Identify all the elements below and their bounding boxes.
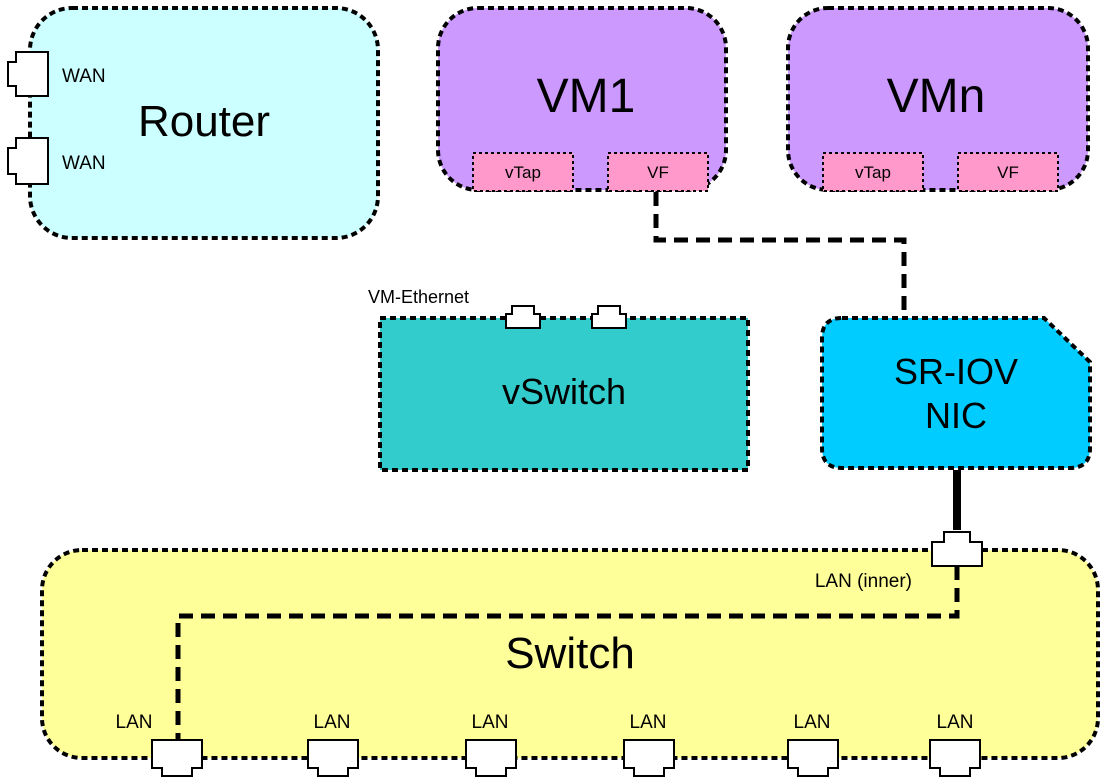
switch-lan-port-4-icon[interactable] (623, 739, 675, 777)
switch-lan-label-3: LAN (472, 712, 509, 733)
vm1-vtap-label: vTap (505, 163, 541, 182)
vm1-body (436, 6, 728, 192)
router-wan-label-1: WAN (62, 66, 106, 87)
vmn-vf-label: VF (997, 163, 1019, 182)
vmn-vtap-label: vTap (855, 163, 891, 182)
router-wan-port-1-icon[interactable] (7, 51, 49, 97)
vm1-title: VM1 (537, 70, 636, 123)
vswitch-port-label: VM-Ethernet (368, 287, 469, 307)
switch-lan-port-5-icon[interactable] (787, 739, 839, 777)
vmn-body (786, 6, 1090, 192)
switch-box: Switch LAN (inner) LAN LAN LAN LAN LAN L… (40, 548, 1100, 760)
vm1-vtap-port[interactable] (472, 152, 574, 192)
vm1-vf-label: VF (647, 163, 669, 182)
nic-box: SR-IOV NIC (820, 316, 1092, 470)
switch-body (40, 548, 1100, 760)
vm1-vf-port[interactable] (607, 152, 709, 192)
router-title: Router (138, 97, 270, 146)
vswitch-body (378, 316, 750, 472)
vmn-vf-port[interactable] (957, 152, 1059, 192)
vmn-title: VMn (887, 70, 986, 123)
switch-lan-port-6-icon[interactable] (929, 739, 981, 777)
switch-internal-link (175, 566, 960, 742)
switch-lan-inner-port-icon[interactable] (931, 531, 983, 567)
router-box: Router WAN WAN (7, 6, 380, 240)
switch-lan-label-4: LAN (630, 712, 667, 733)
switch-lan-label-2: LAN (314, 712, 351, 733)
vf-to-nic-link (653, 192, 907, 318)
router-wan-port-2-icon[interactable] (7, 137, 49, 185)
nic-title-line1: SR-IOV (894, 351, 1018, 392)
switch-lan-label-5: LAN (794, 712, 831, 733)
switch-lan-port-2-icon[interactable] (307, 739, 359, 777)
nic-title-line2: NIC (925, 395, 987, 436)
vmn-box: VMn vTap VF (786, 6, 1090, 192)
router-body (28, 6, 380, 240)
vswitch-ethernet-port-1-icon[interactable] (505, 305, 541, 329)
switch-lan-port-3-icon[interactable] (465, 739, 517, 777)
nic-body (820, 316, 1092, 470)
vswitch-title: vSwitch (502, 371, 626, 412)
switch-inner-port-label: LAN (inner) (815, 571, 912, 592)
vswitch-box: vSwitch VM-Ethernet (368, 287, 750, 472)
router-wan-label-2: WAN (62, 153, 106, 174)
vmn-vtap-port[interactable] (822, 152, 924, 192)
switch-lan-label-1: LAN (116, 712, 153, 733)
vswitch-ethernet-port-2-icon[interactable] (591, 305, 627, 329)
switch-lan-port-1-icon[interactable] (151, 739, 203, 777)
switch-lan-label-6: LAN (937, 712, 974, 733)
switch-title: Switch (505, 629, 635, 678)
vm1-box: VM1 vTap VF (436, 6, 728, 192)
